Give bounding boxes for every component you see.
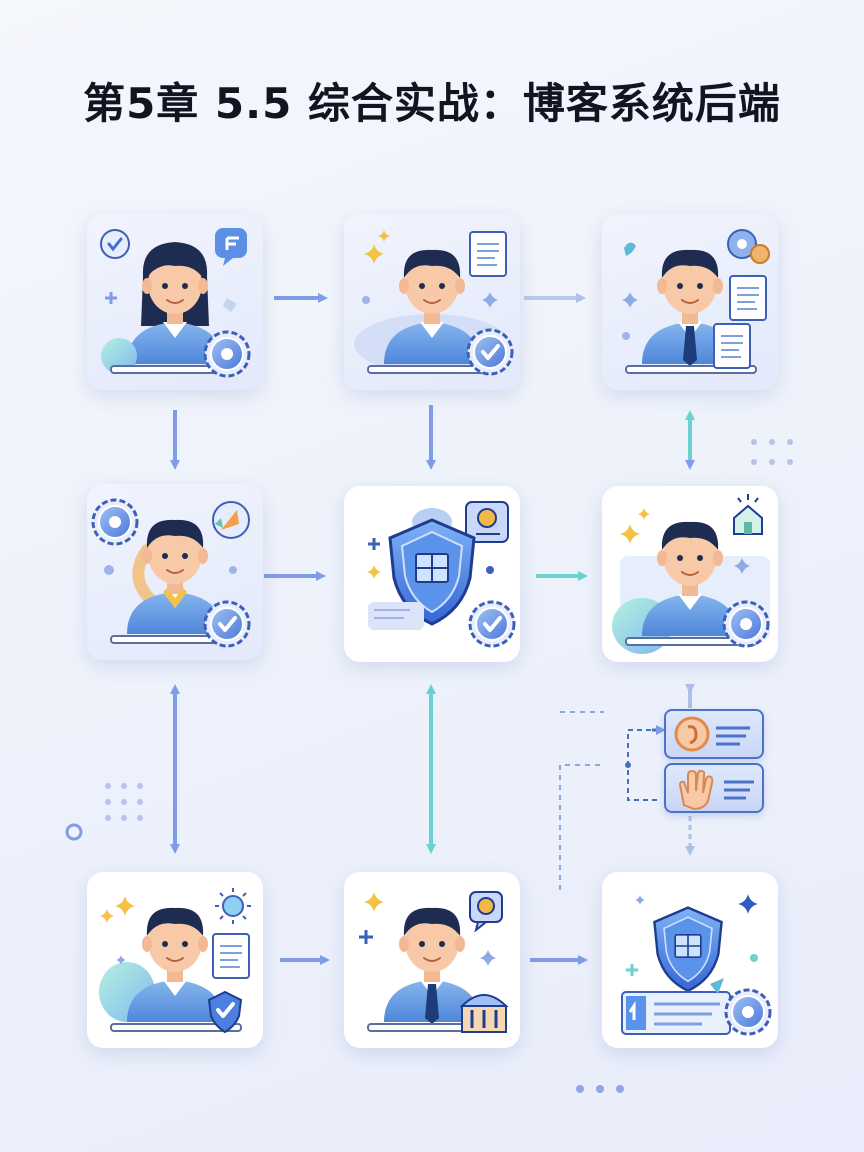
bank-icon [459,994,509,1033]
shield-check-icon [207,990,243,1034]
card-shield-center [344,486,520,662]
hand-icon [678,769,714,811]
check-gear-icon [203,600,251,648]
monitor-icon [621,978,731,1035]
sparkle-icon [364,892,384,912]
plus-icon [359,930,373,944]
card-man-tie-docs [602,214,778,390]
card-man-sun [87,872,263,1048]
gear-icon [91,498,139,546]
gear-icon [203,330,251,378]
ear-icon [674,716,710,752]
card-man-tie-bank [344,872,520,1048]
sparkle-icon [620,524,640,544]
dot-grid-left [105,783,143,821]
plus-icon [105,292,117,304]
card-man-check [344,214,520,390]
document-icon [713,323,751,369]
check-gear-icon [468,600,516,648]
mini-card-hand [664,763,764,813]
sparkle-icon [100,909,114,923]
check-gear-icon [466,328,514,376]
card-shield-laptop [602,872,778,1048]
mini-card-ear [664,709,764,759]
dot-row-bottom [576,1085,624,1093]
sun-icon [215,888,251,924]
sparkle-icon [635,895,645,905]
shield-icon [653,906,723,992]
card-man-house [602,486,778,662]
house-icon [733,494,763,535]
document-icon [212,933,250,979]
card-woman-gear [87,214,263,390]
gear-icon [722,600,770,648]
plus-icon [368,538,380,550]
check-bubble-icon [100,229,130,259]
document-icon [729,275,767,321]
card-man-rocket [87,484,263,660]
dot-grid-top-right [751,439,793,465]
gear-icon [724,988,772,1036]
phone-icon [624,242,636,256]
sparkle-icon [364,244,384,264]
page-title: 第5章 5.5 综合实战：博客系统后端 [83,79,781,128]
document-icon [469,231,507,277]
